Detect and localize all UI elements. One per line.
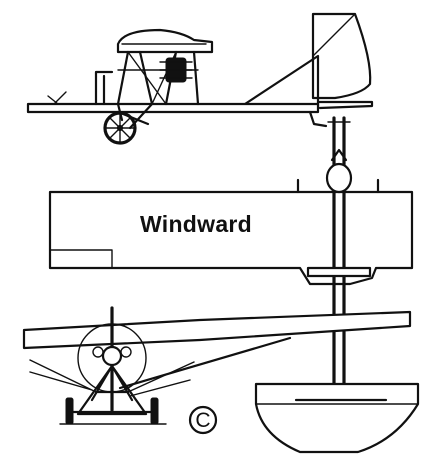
plan-view-stabilizer xyxy=(306,266,372,278)
side-view-wheel-hub xyxy=(116,124,124,132)
front-view-engine-hub xyxy=(101,345,123,367)
plan-view-cockpit xyxy=(325,162,353,194)
side-view-wing-line xyxy=(26,102,320,114)
side-view-horizontal-stabilizer xyxy=(316,100,374,110)
front-view-undercarriage xyxy=(76,364,148,416)
front-view-cylinder-left xyxy=(92,346,104,358)
copyright-letter: C xyxy=(195,409,210,432)
front-view-wing xyxy=(22,310,412,350)
side-view-nose-skid xyxy=(47,91,67,105)
front-view-cylinder-right xyxy=(120,346,132,358)
side-view-tail-boom xyxy=(243,54,320,110)
side-view-engine-hood xyxy=(116,28,214,54)
copyright-circle xyxy=(188,405,218,435)
aircraft-name-label: Windward xyxy=(140,211,252,237)
front-view-bracing-wires xyxy=(29,359,195,397)
copyright-mark: C xyxy=(188,405,218,435)
side-view-fin-edge xyxy=(312,13,356,57)
side-view-cabane-struts xyxy=(116,50,200,106)
side-view-tail-skid xyxy=(308,110,328,128)
side-view-tail-fin xyxy=(311,12,372,100)
plan-view-nose-frame xyxy=(330,128,348,162)
plan-view-wing xyxy=(48,190,414,286)
front-view-long-strut xyxy=(118,336,292,390)
side-view xyxy=(26,12,374,145)
plan-view: Windward xyxy=(48,116,414,422)
side-view-seat-frame xyxy=(94,70,114,106)
plan-view-aileron xyxy=(49,249,113,269)
plan-view-strut-marks xyxy=(296,178,380,194)
side-view-engine-fins xyxy=(159,61,193,79)
tail-view-stabilizer xyxy=(254,382,420,454)
tail-view xyxy=(254,382,420,454)
front-view xyxy=(22,306,412,425)
